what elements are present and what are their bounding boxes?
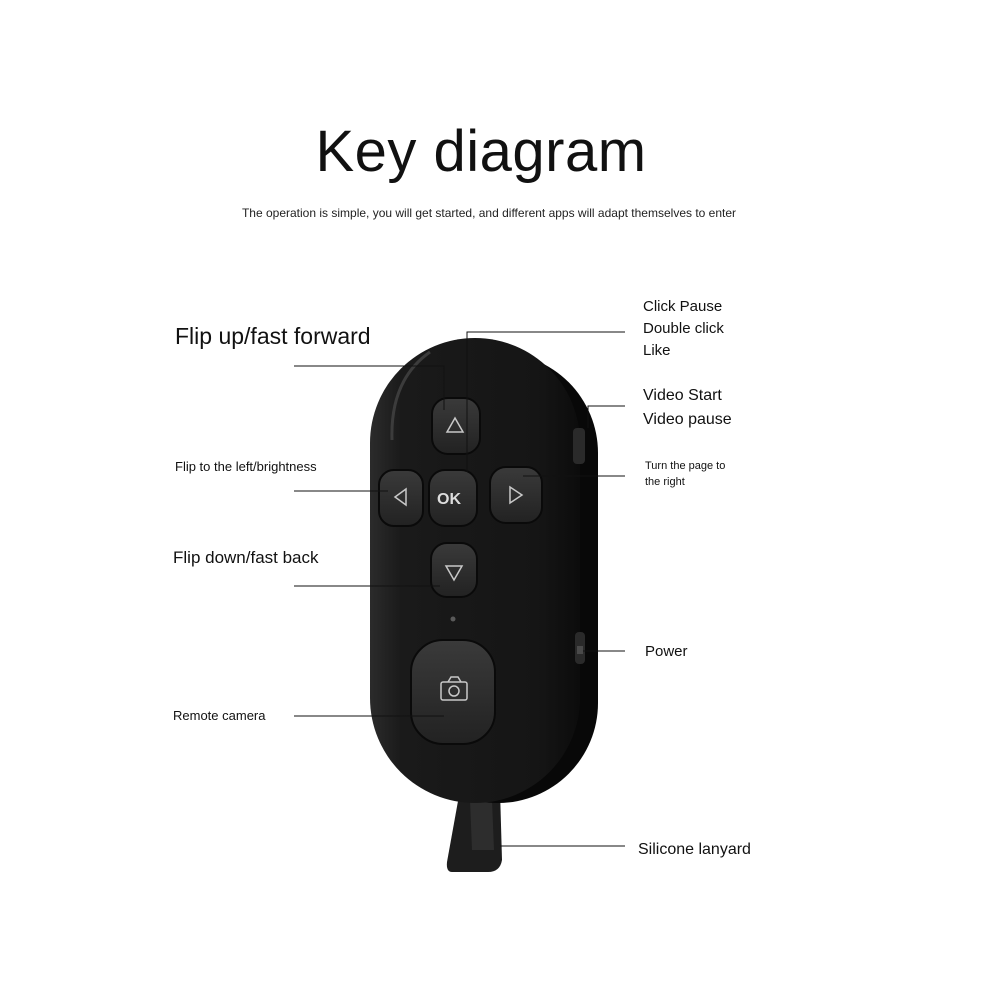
ok-label: OK: [437, 491, 461, 508]
label-video: Video Start Video pause: [643, 384, 732, 432]
label-flip-left: Flip to the left/brightness: [175, 459, 317, 474]
label-flip-up: Flip up/fast forward: [175, 323, 371, 349]
ok-button: OK: [428, 469, 478, 527]
label-video-start: Video Start: [643, 387, 722, 404]
camera-button: [410, 639, 496, 745]
page-title: Key diagram: [315, 119, 647, 184]
camera-icon: [440, 676, 468, 701]
label-turn-page: Turn the page to the right: [645, 458, 725, 490]
label-video-pause: Video pause: [643, 411, 732, 428]
down-button: [430, 542, 478, 598]
page-subtitle: The operation is simple, you will get st…: [241, 206, 737, 220]
right-button: [489, 466, 543, 524]
label-double-click-line: Double click: [643, 320, 724, 337]
label-click-pause: Click Pause Double click Like: [643, 296, 724, 362]
label-remote-camera: Remote camera: [173, 708, 266, 723]
label-turn-page-line1: Turn the page to: [645, 460, 726, 472]
triangle-down-icon: [444, 565, 464, 582]
silicone-lanyard: [446, 790, 502, 872]
label-click-pause-line: Click Pause: [643, 298, 723, 315]
label-flip-down: Flip down/fast back: [173, 548, 319, 567]
triangle-left-icon: [393, 487, 407, 507]
label-turn-page-line2: the right: [645, 476, 685, 488]
up-button: [431, 397, 481, 455]
left-button: [378, 469, 424, 527]
video-side-button: [573, 428, 585, 464]
indicator-led: [450, 616, 456, 622]
triangle-up-icon: [445, 416, 465, 433]
label-silicone-lanyard: Silicone lanyard: [638, 841, 751, 858]
label-power: Power: [645, 643, 688, 660]
label-like-line: Like: [643, 342, 671, 359]
triangle-right-icon: [509, 485, 524, 505]
